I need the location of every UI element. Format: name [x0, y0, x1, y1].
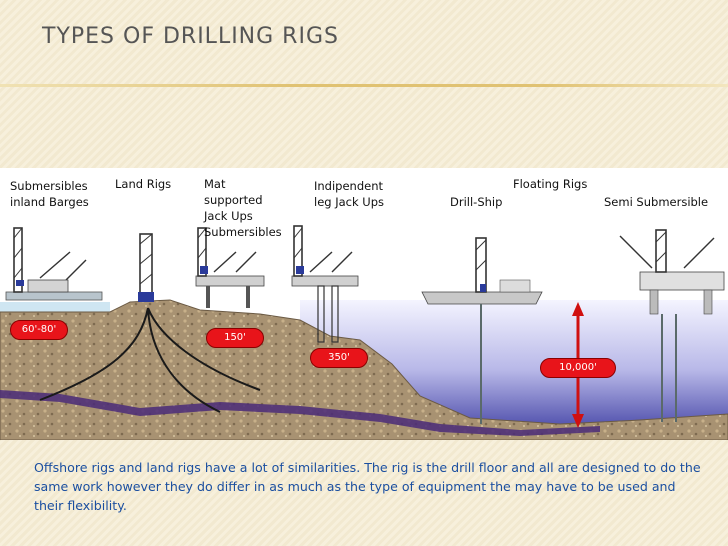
- label-mat-supported: Mat supported Jack Ups Submersibles: [204, 177, 282, 239]
- land-rig: [138, 233, 154, 302]
- title-divider: [0, 84, 728, 87]
- well-path-b: [147, 307, 221, 413]
- depth-badge-floating: 10,000': [540, 358, 616, 378]
- label-semi-submersible: Semi Submersible: [604, 195, 709, 209]
- slide-title: TYPES OF DRILLING RIGS: [42, 24, 339, 49]
- well-path-a: [39, 307, 149, 401]
- diagram-artwork: [0, 225, 728, 440]
- depth-badge-inland: 60'-80': [10, 320, 68, 340]
- label-submersibles-inland-barges: Submersibles inland Barges: [10, 179, 89, 209]
- label-floating-rigs: Floating Rigs: [513, 177, 588, 191]
- reservoir-layer: [0, 390, 600, 436]
- depth-badge-mat: 150': [206, 328, 264, 348]
- semi-submersible-rig: [619, 229, 725, 422]
- well-path-c: [147, 307, 261, 391]
- label-land-rigs: Land Rigs: [115, 177, 172, 191]
- label-drill-ship: Drill-Ship: [450, 195, 503, 209]
- shallow-water: [0, 302, 110, 314]
- label-independent-leg: Indipendent leg Jack Ups: [314, 179, 385, 209]
- inland-barge-rig: [5, 227, 103, 301]
- mat-jackup-rig: [195, 227, 265, 308]
- drill-ship: [421, 237, 543, 424]
- drilling-rigs-diagram: Submersibles inland Barges Land Rigs Mat…: [0, 168, 728, 440]
- independent-leg-jackup-rig: [291, 225, 359, 343]
- slide-caption: Offshore rigs and land rigs have a lot o…: [34, 460, 701, 513]
- depth-badge-jackup: 350': [310, 348, 368, 368]
